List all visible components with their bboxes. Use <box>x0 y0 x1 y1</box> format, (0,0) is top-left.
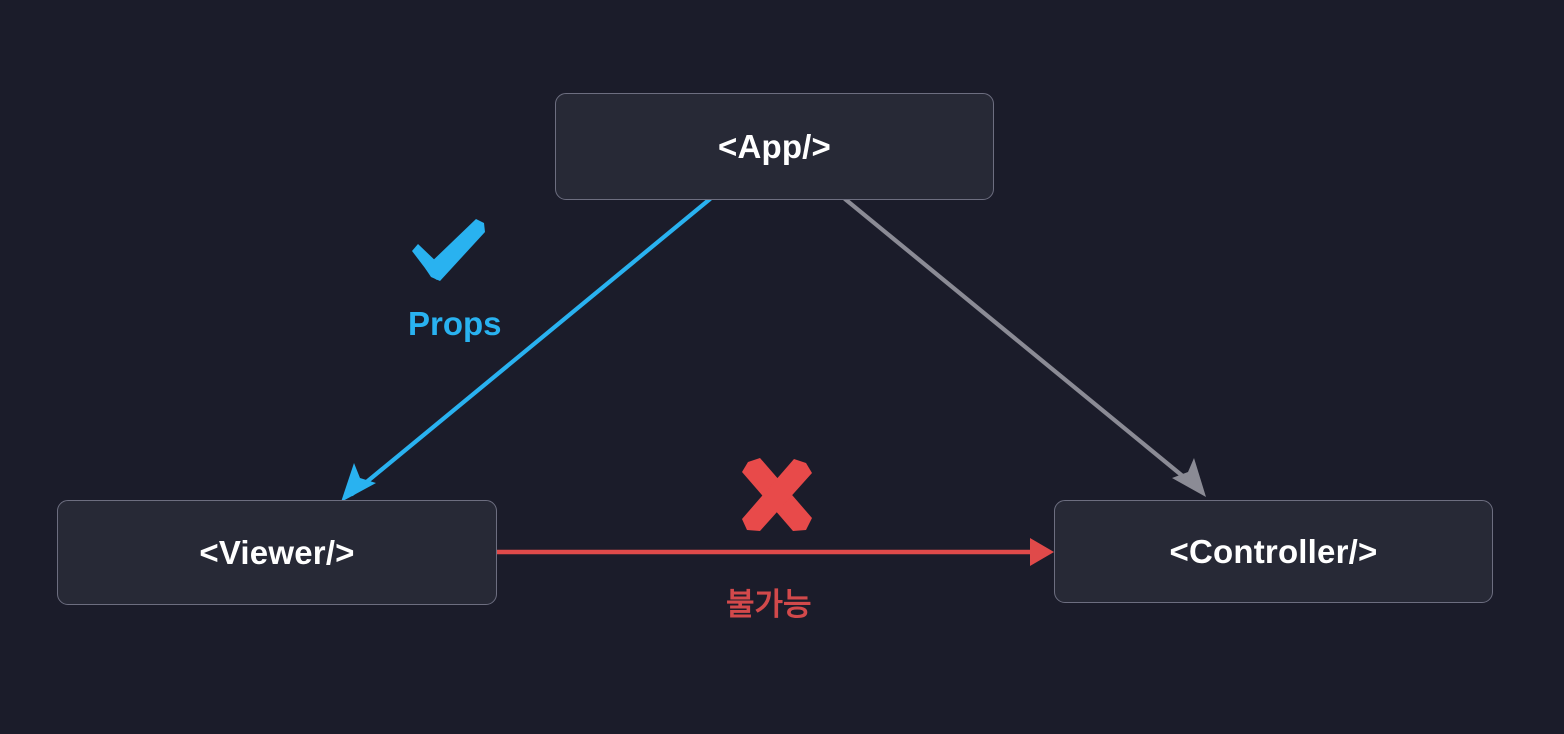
edge-app-to-viewer-arrowhead <box>341 463 376 502</box>
node-controller[interactable]: <Controller/> <box>1054 500 1493 603</box>
edge-app-to-viewer <box>341 196 713 502</box>
edge-app-to-controller-arrowhead <box>1172 458 1206 497</box>
edge-label-props: Props <box>408 305 502 342</box>
node-app[interactable]: <App/> <box>555 93 994 200</box>
node-controller-label: <Controller/> <box>1169 532 1378 570</box>
edge-viewer-to-controller-arrowhead <box>1030 538 1054 566</box>
check-icon <box>412 219 485 281</box>
edge-label-impossible: 불가능 <box>726 587 812 622</box>
edge-app-to-controller-line <box>842 196 1199 490</box>
node-app-label: <App/> <box>717 127 832 165</box>
edge-app-to-viewer-line <box>349 196 713 497</box>
edge-viewer-to-controller <box>497 538 1054 566</box>
edge-app-to-controller <box>842 196 1206 497</box>
node-viewer[interactable]: <Viewer/> <box>57 500 497 605</box>
node-viewer-label: <Viewer/> <box>199 533 355 571</box>
cross-icon <box>742 458 812 531</box>
